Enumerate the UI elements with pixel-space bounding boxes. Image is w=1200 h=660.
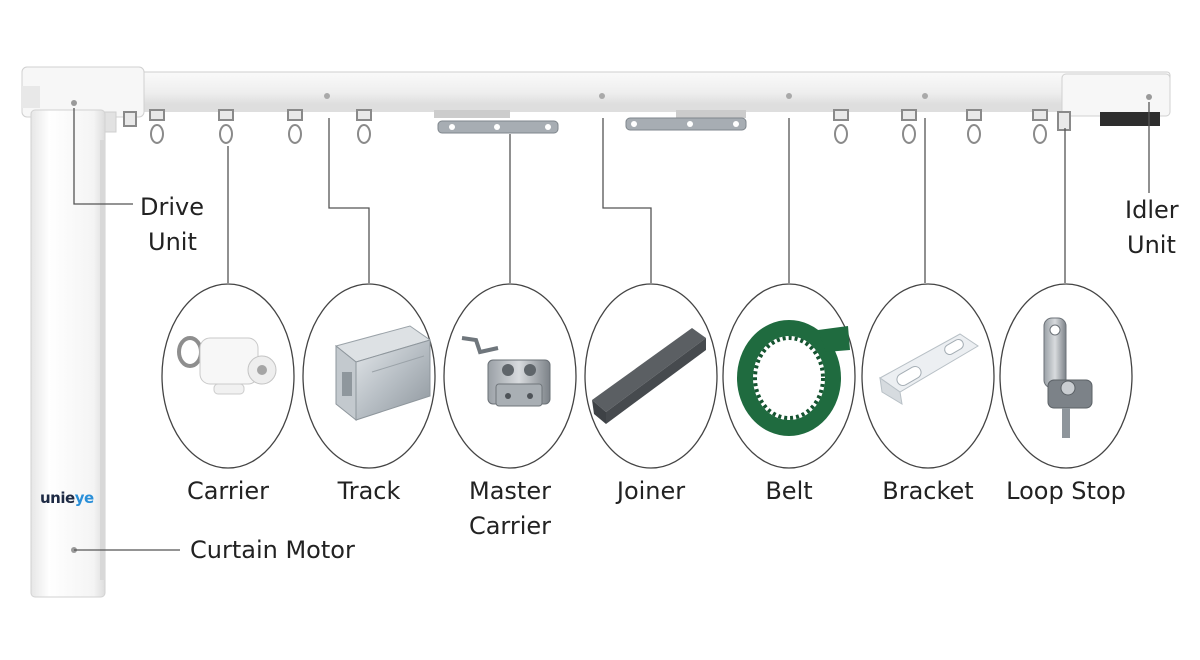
label-idler-unit-line1: Idler bbox=[1125, 196, 1179, 224]
rail-carrier bbox=[123, 111, 137, 127]
idler-unit bbox=[1061, 73, 1171, 126]
brand-logo: unieye bbox=[40, 489, 94, 507]
leader-lines bbox=[73, 102, 1150, 551]
loop-stop-icon bbox=[1043, 317, 1093, 438]
label-master-carrier-line2: Carrier bbox=[468, 512, 552, 540]
rail-carriers bbox=[123, 109, 1071, 144]
joiner-bar-icon bbox=[592, 328, 706, 424]
leader-drive-unit bbox=[73, 108, 133, 205]
master-carrier-icon bbox=[461, 336, 551, 407]
belt-loop-icon bbox=[737, 320, 850, 436]
label-track: Track bbox=[337, 477, 401, 505]
label-bracket: Bracket bbox=[882, 477, 974, 505]
rail-carrier bbox=[1057, 111, 1071, 131]
rail-master-carriers bbox=[434, 110, 747, 134]
label-idler-unit-line2: Unit bbox=[1127, 231, 1176, 259]
leader-track bbox=[328, 118, 370, 283]
rail-carrier bbox=[218, 109, 234, 144]
rail-screws bbox=[324, 93, 928, 99]
label-loop-stop: Loop Stop bbox=[1006, 477, 1126, 505]
label-joiner: Joiner bbox=[616, 477, 686, 505]
label-master-carrier-line1: Master bbox=[469, 477, 551, 505]
label-drive-unit-line1: Drive bbox=[140, 193, 204, 221]
label-curtain-motor: Curtain Motor bbox=[190, 536, 355, 564]
rail-carrier bbox=[833, 109, 849, 144]
label-carrier: Carrier bbox=[186, 477, 270, 505]
track-section-icon bbox=[334, 325, 432, 422]
carrier-part-icon bbox=[177, 336, 277, 395]
label-drive-unit-line2: Unit bbox=[148, 228, 197, 256]
bracket-icon bbox=[879, 333, 979, 405]
curtain-motor bbox=[30, 109, 106, 598]
leader-joiner bbox=[602, 118, 652, 283]
rail-carrier bbox=[356, 109, 372, 144]
rail-carrier bbox=[901, 109, 917, 144]
label-belt: Belt bbox=[765, 477, 813, 505]
rail-carrier bbox=[287, 109, 303, 144]
rail-carrier bbox=[1032, 109, 1048, 144]
rail-carrier bbox=[966, 109, 982, 144]
rail-carrier bbox=[149, 109, 165, 144]
curtain-rail bbox=[109, 71, 1171, 112]
